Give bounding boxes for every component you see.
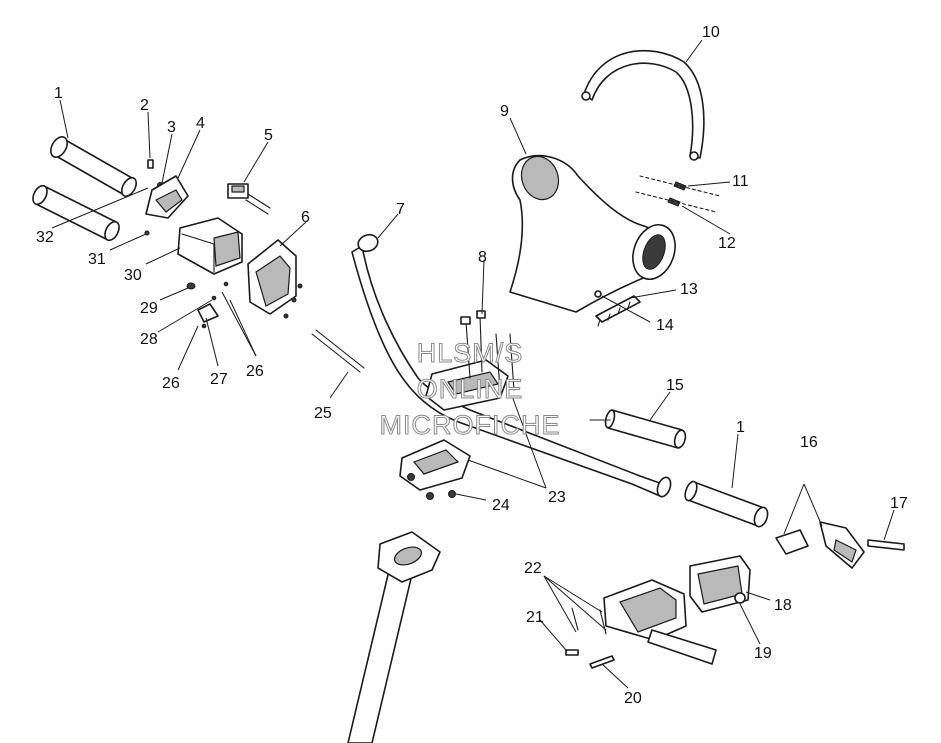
callout-15: 15 (666, 377, 684, 394)
handlebar-clamp-upper (425, 359, 509, 411)
handlebar-clamp-lower (399, 439, 471, 491)
callout-13: 13 (680, 281, 698, 298)
callout-4: 4 (196, 115, 205, 132)
nut-part (186, 282, 196, 290)
watermark-line-2: ONLINE (417, 374, 524, 404)
callout-23: 23 (548, 489, 566, 506)
electrical-connector (227, 183, 271, 215)
callout-26-right: 26 (246, 363, 264, 380)
callout-1: 1 (54, 85, 63, 102)
callout-32: 32 (36, 229, 54, 246)
left-grip (50, 136, 138, 197)
callout-24: 24 (492, 497, 510, 514)
handlebar (351, 233, 672, 498)
callout-31: 31 (88, 251, 106, 268)
callout-16: 16 (800, 434, 818, 451)
callout-5: 5 (264, 127, 273, 144)
callout-2: 2 (140, 97, 149, 114)
brake-master-cylinder (603, 579, 717, 665)
callout-7: 7 (396, 201, 405, 218)
switch-housing (177, 217, 243, 275)
hood-trim-strip (581, 49, 705, 161)
callout-10: 10 (702, 24, 720, 41)
fastener-part (667, 197, 681, 207)
callout-labels: 1 2 3 4 5 6 7 8 9 10 11 12 13 14 15 1 16… (36, 24, 908, 707)
switch-cover (247, 239, 303, 319)
callout-8: 8 (478, 249, 487, 266)
brake-reservoir (689, 555, 751, 613)
callout-28: 28 (140, 331, 158, 348)
clamp-nut (426, 492, 434, 500)
mounting-bracket (594, 290, 641, 327)
callout-20: 20 (624, 690, 642, 707)
steering-post (347, 531, 441, 743)
callout-19: 19 (754, 645, 772, 662)
screw-20 (589, 655, 615, 669)
leader-lines (51, 39, 895, 689)
callout-14: 14 (656, 317, 674, 334)
callout-6: 6 (301, 209, 310, 226)
callout-1-right: 1 (736, 419, 745, 436)
callout-22: 22 (524, 560, 542, 577)
callout-12: 12 (718, 235, 736, 252)
callout-9: 9 (500, 103, 509, 120)
grip-sleeve (32, 184, 120, 242)
button-part (197, 303, 219, 323)
clamp-bolts (460, 310, 515, 391)
watermark: HLSM/S ONLINE MICROFICHE (379, 338, 561, 441)
watermark-line-1: HLSM/S (417, 338, 524, 368)
callout-21: 21 (526, 609, 544, 626)
watermark-line-3: MICROFICHE (380, 410, 561, 440)
grip-end (775, 521, 865, 569)
callout-3: 3 (167, 119, 176, 136)
callout-30: 30 (124, 267, 142, 284)
throttle-grip (589, 409, 687, 449)
callout-18: 18 (774, 597, 792, 614)
callout-25: 25 (314, 405, 332, 422)
screw-21 (565, 649, 579, 656)
pin-part (147, 159, 154, 169)
bolt-17 (867, 539, 905, 551)
callout-26-left: 26 (162, 375, 180, 392)
callout-27: 27 (210, 371, 228, 388)
pin-25 (311, 329, 365, 373)
headlight-pod (509, 154, 676, 313)
callout-29: 29 (140, 300, 158, 317)
right-grip (684, 480, 769, 528)
callout-11: 11 (732, 173, 749, 190)
callout-17: 17 (890, 495, 908, 512)
